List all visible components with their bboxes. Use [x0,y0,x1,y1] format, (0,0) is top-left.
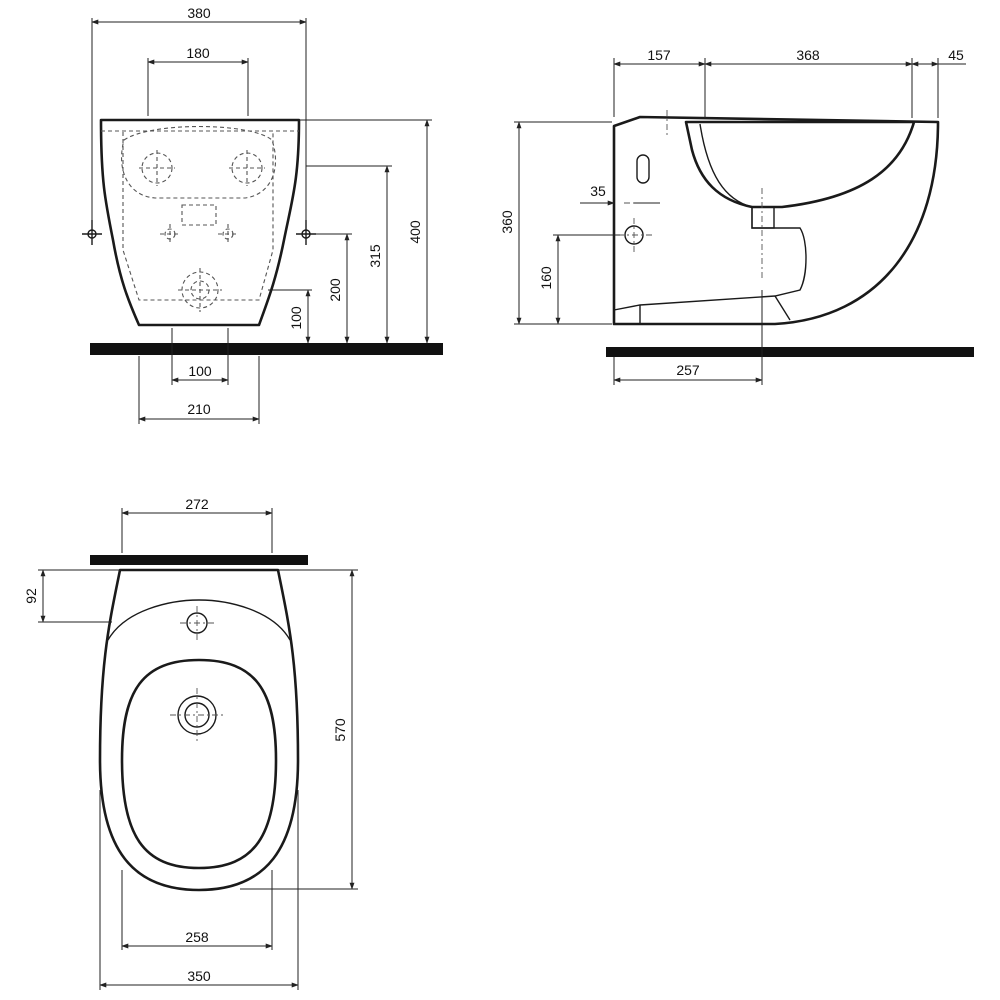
dim-top-width: 350 [187,968,211,984]
dim-side-rear: 157 [647,47,671,63]
outlet-icon [636,154,650,184]
front-inlet-left [160,224,180,244]
front-fixing-left [139,150,175,186]
dim-front-width: 380 [187,5,211,21]
side-view: 157 368 45 360 160 35 257 [499,47,974,385]
front-waste [178,268,222,312]
dim-front-base-outer: 210 [187,401,211,417]
dim-front-waste: 100 [288,306,304,330]
top-tap-hole [180,606,214,640]
front-inlet-right [218,224,238,244]
side-spigot [751,206,775,229]
side-floor-line [606,347,974,357]
dim-side-bowl: 368 [796,47,820,63]
front-outlet-hidden [181,204,217,226]
side-bowl-wall [699,123,753,208]
front-view: 380 180 400 315 200 100 100 210 [82,5,443,424]
top-view: 272 92 570 258 350 [23,496,358,990]
tap-hole-icon [186,612,208,634]
dim-side-front: 45 [948,47,964,63]
dim-front-top-holes: 315 [367,244,383,268]
dim-top-bowl-width: 258 [185,929,209,945]
front-floor-line [90,343,443,355]
dim-side-height: 360 [499,210,515,234]
side-inlet [618,218,652,252]
top-drain [170,688,224,742]
dim-side-inlet-height: 160 [538,266,554,290]
top-wall-line [90,555,308,565]
side-trap [613,207,807,311]
front-body-hidden [122,132,274,301]
dim-top-length: 570 [332,718,348,742]
side-base-step [639,295,791,324]
front-fixing-right [229,150,265,186]
top-bowl-inner [120,658,278,870]
side-bowl-inner [684,120,916,209]
dim-top-tap: 92 [23,588,39,604]
dim-top-fixing: 272 [185,496,209,512]
dim-front-inlet: 200 [327,278,343,302]
front-body [99,118,301,327]
dim-front-base-inner: 100 [188,363,212,379]
dim-side-inlet-offset: 35 [590,183,606,199]
top-rim-line [107,599,291,641]
dim-side-base: 257 [676,362,700,378]
front-side-marks [82,220,316,245]
front-bowl-hidden [121,126,276,199]
dim-front-fixing: 180 [186,45,210,61]
dim-front-height: 400 [407,220,423,244]
